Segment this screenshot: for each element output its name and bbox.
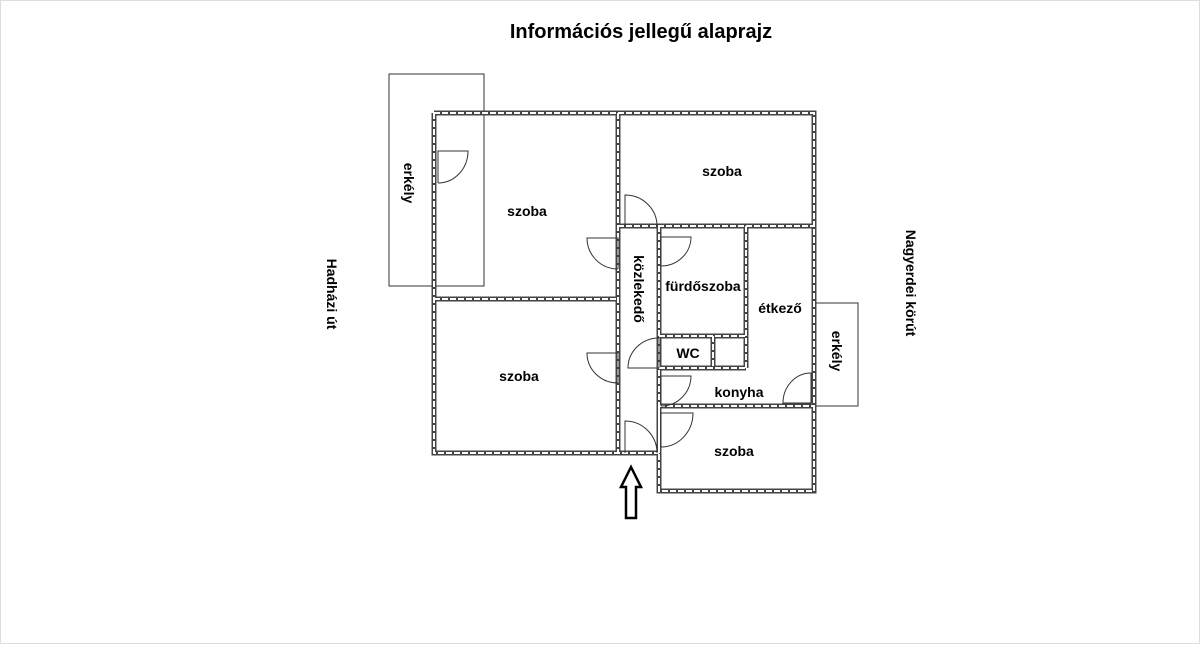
entrance-arrow-icon (618, 464, 644, 520)
doors (437, 150, 812, 454)
room-label: közlekedő (631, 255, 647, 323)
room-label: erkély (401, 163, 417, 204)
room-label: WC (676, 345, 699, 361)
door-bathroom (660, 236, 692, 267)
room-label: szoba (499, 368, 539, 384)
door-entrance (624, 420, 658, 454)
street-label-right: Nagyerdei körút (903, 230, 919, 337)
room-label: erkély (829, 331, 845, 372)
room-label: étkező (758, 300, 802, 316)
street-label-left: Hadházi út (324, 259, 340, 330)
door-bottom-left-room (586, 352, 619, 384)
room-label: szoba (714, 443, 754, 459)
room-label: szoba (702, 163, 742, 179)
door-dining-balcony (782, 372, 812, 404)
room-label: fürdőszoba (665, 278, 741, 294)
room-label: szoba (507, 203, 547, 219)
room-label: konyha (714, 384, 763, 400)
walls (431, 110, 817, 494)
door-kitchen (660, 375, 692, 407)
door-balcony-left (437, 150, 469, 184)
door-top-left-room (586, 237, 619, 270)
door-top-right-room (624, 194, 658, 227)
door-wc (627, 337, 660, 369)
plan-title: Információs jellegű alaprajz (510, 21, 772, 43)
door-bottom-right-room (660, 412, 694, 448)
